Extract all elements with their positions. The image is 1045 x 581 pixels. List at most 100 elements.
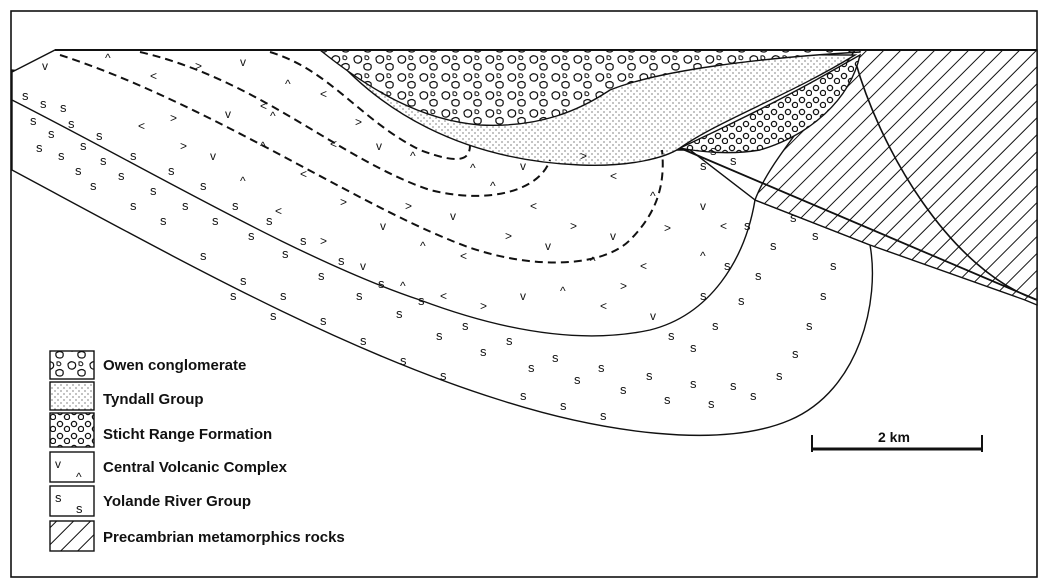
legend-volcanic-v-glyph: v: [55, 457, 61, 471]
volcanic-symbol: >: [340, 195, 347, 209]
yolande-s-symbol: s: [646, 368, 653, 383]
yolande-s-symbol: s: [708, 396, 715, 411]
volcanic-symbol: >: [355, 115, 362, 129]
yolande-s-symbol: s: [664, 392, 671, 407]
yolande-s-symbol: s: [318, 268, 325, 283]
volcanic-symbol: >: [180, 139, 187, 153]
volcanic-symbol: <: [260, 99, 267, 113]
yolande-s-symbol: s: [440, 368, 447, 383]
volcanic-symbol: >: [664, 221, 671, 235]
yolande-s-symbol: s: [552, 350, 559, 365]
volcanic-symbol: >: [580, 149, 587, 163]
volcanic-symbol: >: [570, 219, 577, 233]
volcanic-symbol: v: [225, 107, 231, 121]
yolande-s-symbol: s: [75, 163, 82, 178]
yolande-s-symbol: s: [598, 360, 605, 375]
yolande-s-symbol: s: [266, 213, 273, 228]
yolande-s-symbol: s: [520, 388, 527, 403]
volcanic-symbol: v: [450, 209, 456, 223]
volcanic-symbol: v: [700, 199, 706, 213]
yolande-s-symbol: s: [338, 253, 345, 268]
volcanic-symbol: v: [520, 289, 526, 303]
legend-swatch-owen: [50, 351, 94, 379]
volcanic-symbol: ^: [700, 249, 706, 263]
yolande-s-symbol: s: [22, 88, 29, 103]
yolande-s-symbol: s: [668, 328, 675, 343]
yolande-s-symbol: s: [378, 276, 385, 291]
yolande-s-symbol: s: [462, 318, 469, 333]
yolande-s-symbol: s: [755, 268, 762, 283]
volcanic-symbol: v: [210, 149, 216, 163]
yolande-s-symbol: s: [820, 288, 827, 303]
yolande-s-symbol: s: [150, 183, 157, 198]
volcanic-symbol: ^: [260, 139, 266, 153]
yolande-s-symbol: s: [436, 328, 443, 343]
yolande-s-symbol: s: [356, 288, 363, 303]
yolande-s-symbol: s: [750, 388, 757, 403]
yolande-s-symbol: s: [200, 178, 207, 193]
volcanic-symbol: >: [195, 59, 202, 73]
volcanic-symbol: v: [240, 55, 246, 69]
yolande-s-symbol: s: [830, 258, 837, 273]
volcanic-symbol: ^: [270, 109, 276, 123]
yolande-s-symbol: s: [232, 198, 239, 213]
yolande-s-symbol: s: [320, 313, 327, 328]
volcanic-symbol: ^: [590, 254, 596, 268]
volcanic-symbol: ^: [400, 279, 406, 293]
volcanic-symbol: ^: [240, 174, 246, 188]
volcanic-symbol: <: [720, 219, 727, 233]
yolande-s-symbol: s: [96, 128, 103, 143]
legend-label-tyndall: Tyndall Group: [103, 391, 204, 408]
yolande-s-symbol: s: [812, 228, 819, 243]
yolande-s-symbol: s: [730, 153, 737, 168]
yolande-s-symbol: s: [360, 333, 367, 348]
yolande-s-symbol: s: [700, 288, 707, 303]
legend-label-precambrian: Precambrian metamorphics rocks: [103, 529, 345, 546]
yolande-s-symbol: s: [396, 306, 403, 321]
volcanic-symbol: <: [300, 167, 307, 181]
yolande-s-symbol: s: [80, 138, 87, 153]
yolande-s-symbol: s: [168, 163, 175, 178]
legend-yolande-s-glyph-1: s: [55, 490, 62, 505]
yolande-s-symbol: s: [790, 210, 797, 225]
volcanic-symbol: ^: [410, 149, 416, 163]
volcanic-symbol: v: [380, 219, 386, 233]
yolande-s-symbol: s: [418, 293, 425, 308]
volcanic-symbol: >: [620, 279, 627, 293]
yolande-s-symbol: s: [58, 148, 65, 163]
yolande-s-symbol: s: [230, 288, 237, 303]
volcanic-symbol: <: [320, 87, 327, 101]
yolande-s-symbol: s: [600, 408, 607, 423]
volcanic-symbol: <: [150, 69, 157, 83]
yolande-s-symbol: s: [212, 213, 219, 228]
yolande-s-symbol: s: [730, 378, 737, 393]
yolande-s-symbol: s: [400, 353, 407, 368]
volcanic-symbol: >: [505, 229, 512, 243]
volcanic-symbol: >: [480, 299, 487, 313]
yolande-s-symbol: s: [90, 178, 97, 193]
yolande-s-symbol: s: [130, 148, 137, 163]
legend-swatch-tyndall: [50, 382, 94, 410]
legend-volcanic-caret-glyph: ^: [76, 470, 82, 484]
volcanic-symbol: >: [405, 199, 412, 213]
yolande-s-symbol: s: [712, 318, 719, 333]
yolande-s-symbol: s: [574, 372, 581, 387]
legend-label-sticht: Sticht Range Formation: [103, 426, 272, 443]
yolande-s-symbol: s: [280, 288, 287, 303]
volcanic-symbol: <: [460, 249, 467, 263]
yolande-s-symbol: s: [300, 233, 307, 248]
volcanic-symbol: v: [520, 159, 526, 173]
volcanic-symbol: <: [330, 137, 337, 151]
yolande-s-symbol: s: [30, 113, 37, 128]
volcanic-symbol: <: [640, 259, 647, 273]
legend-swatch-sticht: [50, 413, 94, 447]
yolande-s-symbol: s: [776, 368, 783, 383]
yolande-s-symbol: s: [40, 96, 47, 111]
yolande-s-symbol: s: [506, 333, 513, 348]
yolande-s-symbol: s: [806, 318, 813, 333]
yolande-s-symbol: s: [160, 213, 167, 228]
yolande-s-symbol: s: [68, 116, 75, 131]
yolande-s-symbol: s: [200, 248, 207, 263]
yolande-s-symbol: s: [792, 346, 799, 361]
